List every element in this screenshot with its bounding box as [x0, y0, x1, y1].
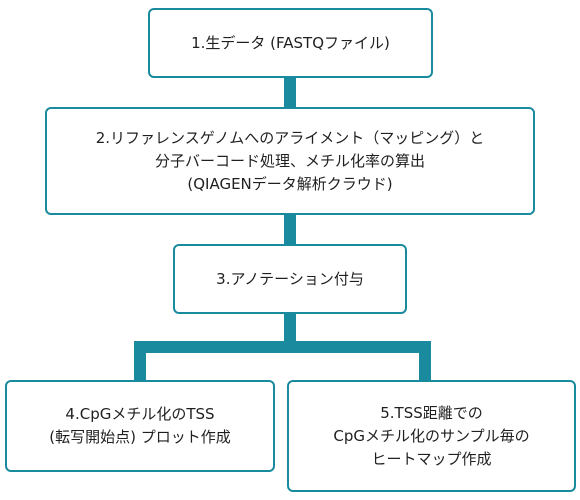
connector-to-4: [134, 341, 146, 381]
step-4-tss-plot-box: 4.CpGメチル化のTSS (転写開始点) プロット作成: [5, 380, 275, 472]
step-2-alignment-box: 2.リファレンスゲノムへのアライメント（マッピング）と 分子バーコード処理、メチ…: [45, 107, 535, 215]
step-2-line-1: 2.リファレンスゲノムへのアライメント（マッピング）と: [95, 128, 485, 147]
step-5-line-2: CpGメチル化のサンプル毎の: [333, 426, 530, 445]
step-1-label: 1.生データ (FASTQファイル): [191, 32, 390, 55]
step-4-line-1: 4.CpGメチル化のTSS: [65, 405, 215, 423]
step-4-label: 4.CpGメチル化のTSS (転写開始点) プロット作成: [49, 403, 230, 449]
connector-2-to-3: [284, 214, 296, 245]
step-3-label: 3.アノテーション付与: [216, 268, 364, 291]
step-1-raw-data-box: 1.生データ (FASTQファイル): [148, 8, 433, 78]
connector-branch-bar: [134, 341, 431, 353]
connector-3-stem: [284, 313, 296, 349]
step-3-annotation-box: 3.アノテーション付与: [173, 244, 407, 314]
step-1-line-1: 1.生データ (FASTQファイル): [191, 33, 390, 52]
step-2-line-2: 分子バーコード処理、メチル化率の算出: [154, 151, 425, 170]
step-5-heatmap-box: 5.TSS距離での CpGメチル化のサンプル毎の ヒートマップ作成: [287, 380, 576, 492]
step-3-line-1: 3.アノテーション付与: [216, 269, 364, 288]
connector-1-to-2: [284, 77, 296, 108]
step-4-line-2: (転写開始点) プロット作成: [49, 428, 231, 446]
step-5-label: 5.TSS距離での CpGメチル化のサンプル毎の ヒートマップ作成: [333, 402, 529, 471]
connector-to-5: [419, 341, 431, 381]
step-2-label: 2.リファレンスゲノムへのアライメント（マッピング）と 分子バーコード処理、メチ…: [96, 127, 485, 196]
step-5-line-1: 5.TSS距離での: [380, 403, 483, 422]
step-2-line-3: (QIAGENデータ解析クラウド): [187, 174, 393, 193]
step-5-line-3: ヒートマップ作成: [371, 449, 492, 468]
